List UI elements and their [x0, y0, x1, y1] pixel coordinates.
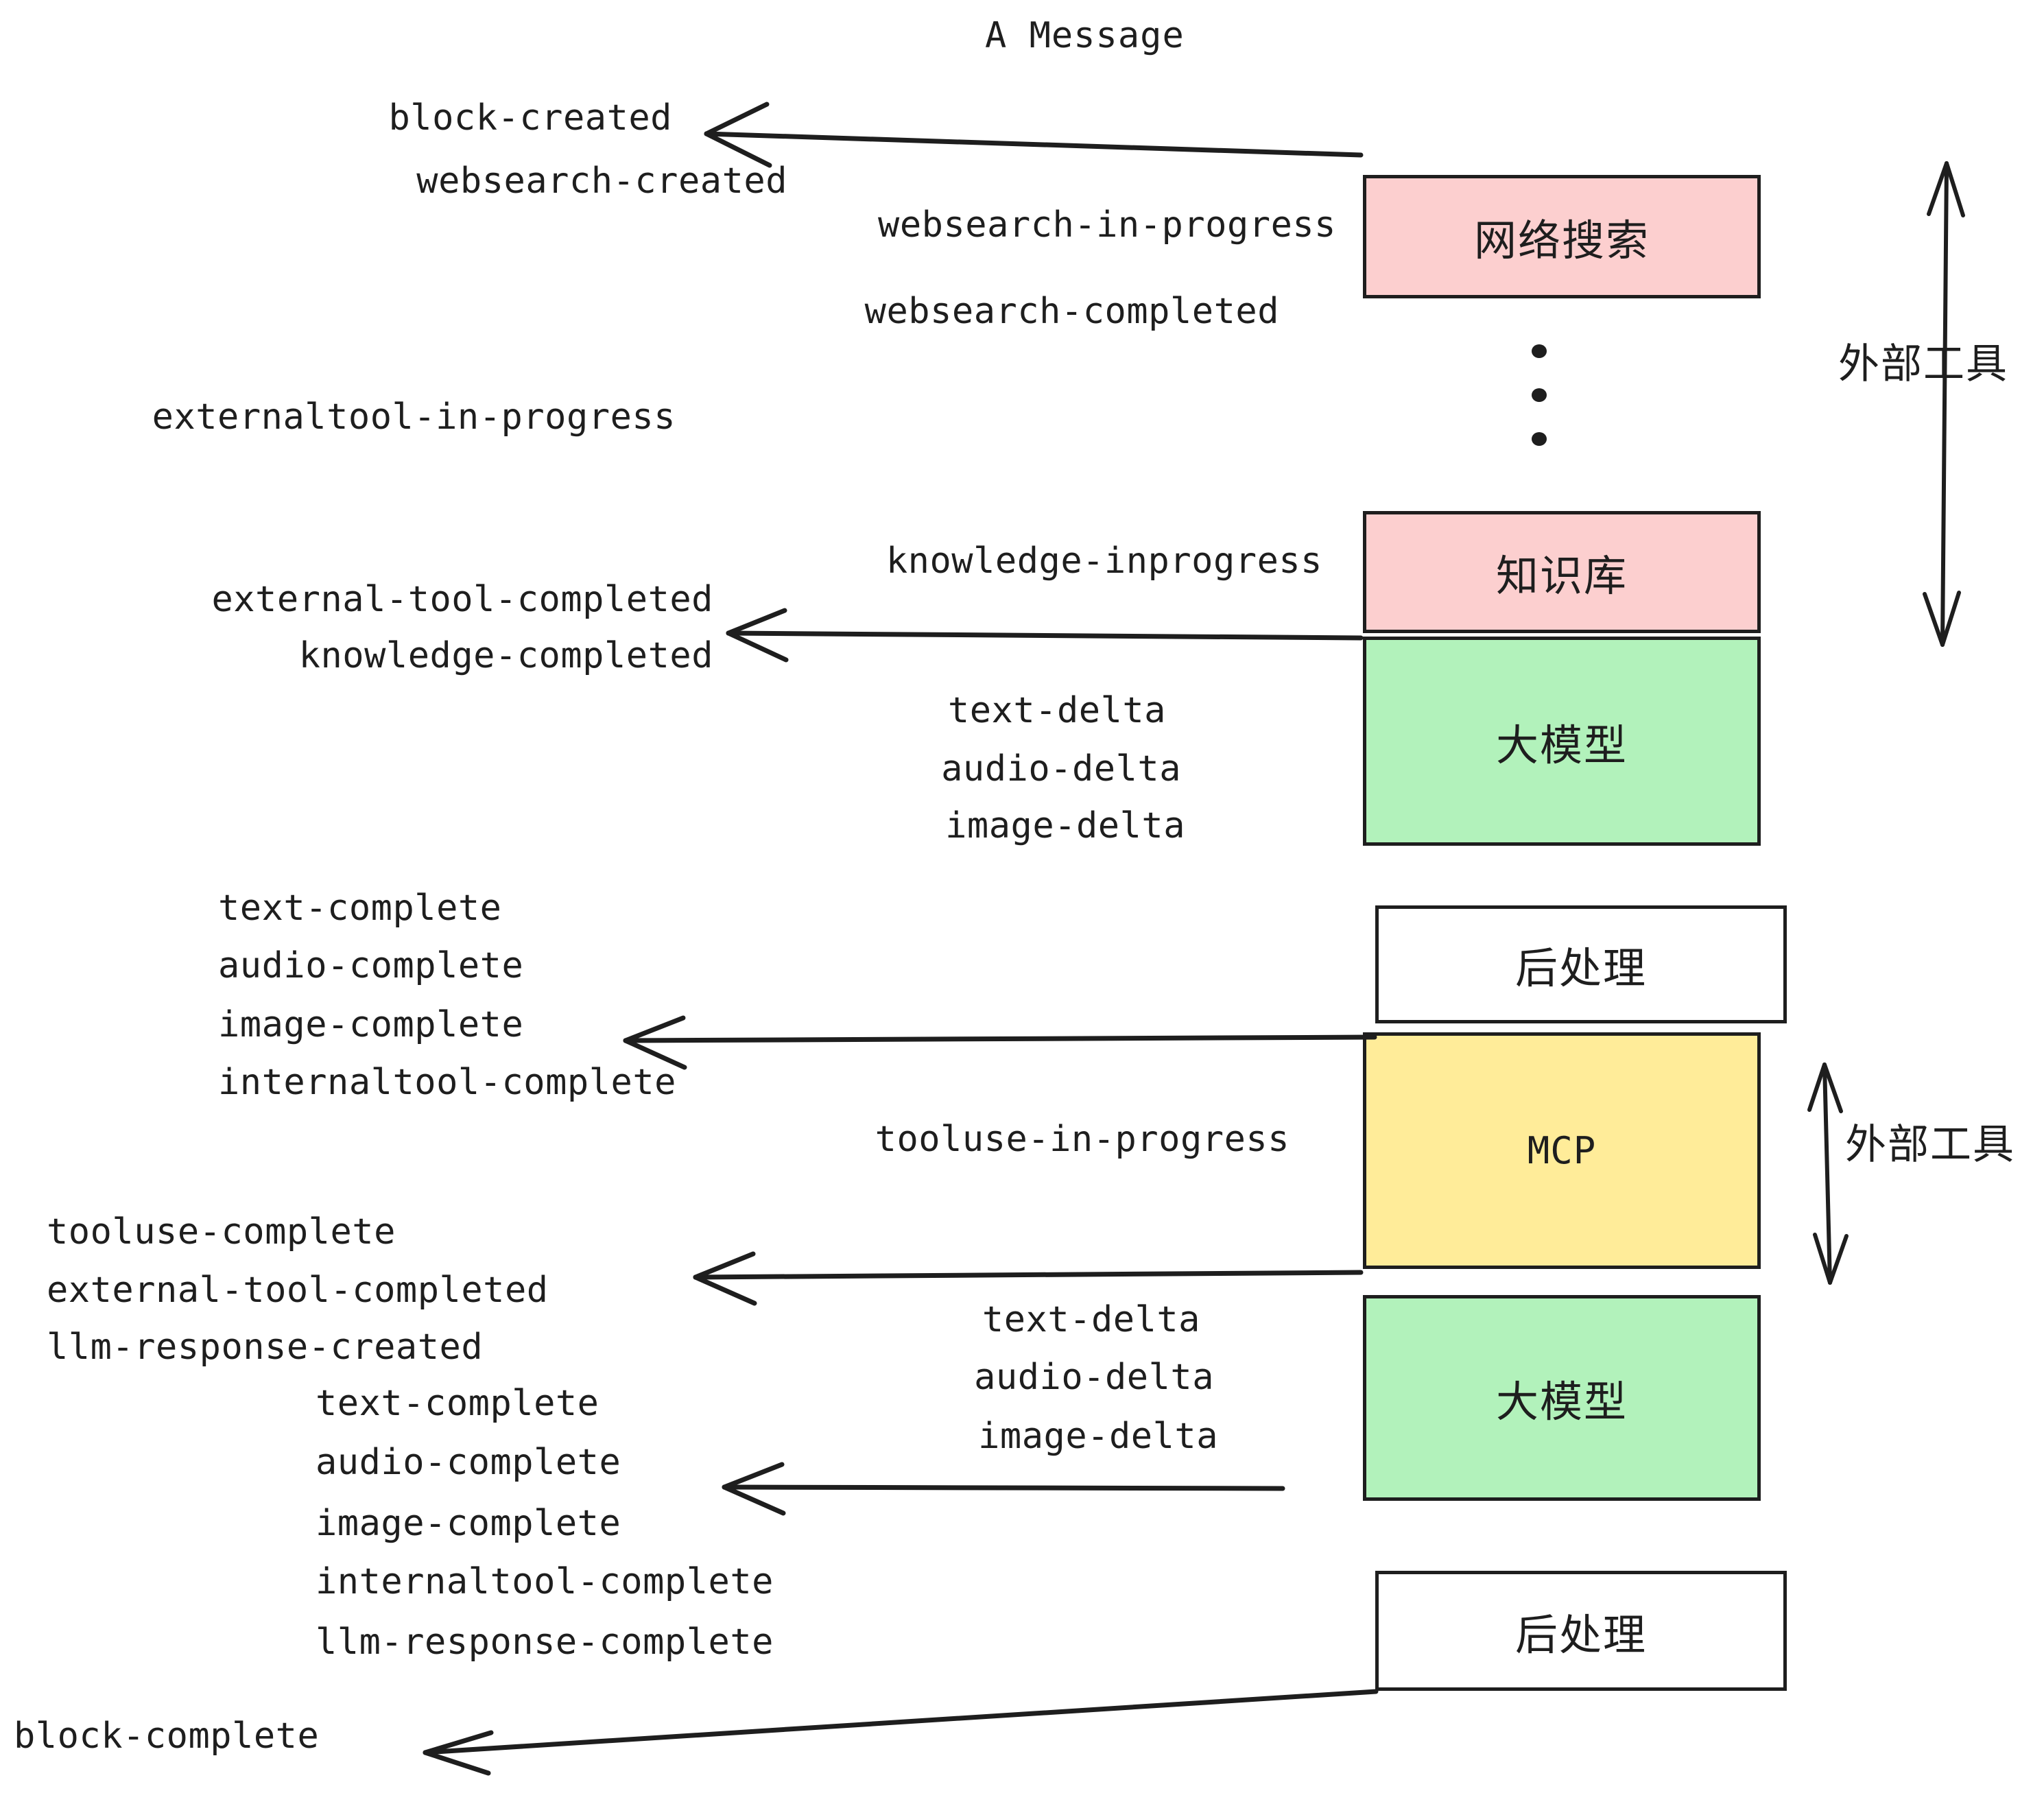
- event-label-llm-response-created: llm-response-created: [47, 1327, 484, 1368]
- node-label-llm-2: 大模型: [1495, 1377, 1628, 1427]
- event-label-text-delta-1: text-delta: [947, 690, 1166, 731]
- event-label-externaltool-in-progress: externaltool-in-progress: [152, 396, 676, 438]
- event-label-internaltool-complete-1: internaltool-complete: [218, 1062, 676, 1103]
- event-label-audio-complete-1: audio-complete: [218, 945, 524, 986]
- node-postprocess-2[interactable]: 后处理: [1375, 1571, 1787, 1691]
- node-llm-2[interactable]: 大模型: [1363, 1295, 1761, 1501]
- event-label-text-delta-2: text-delta: [982, 1299, 1200, 1340]
- event-label-block-created: block-created: [388, 97, 672, 139]
- node-mcp[interactable]: MCP: [1363, 1032, 1761, 1269]
- event-label-knowledge-completed: knowledge-completed: [298, 635, 713, 676]
- event-label-audio-delta-1: audio-delta: [941, 748, 1181, 790]
- node-websearch[interactable]: 网络搜索: [1363, 175, 1761, 298]
- event-label-external-tool-completed-1: external-tool-completed: [211, 579, 713, 620]
- node-label-knowledge: 知识库: [1495, 551, 1628, 601]
- ellipsis-dots: [1532, 344, 1547, 476]
- event-label-text-complete-2: text-complete: [316, 1383, 599, 1424]
- event-label-tooluse-in-progress: tooluse-in-progress: [875, 1119, 1290, 1160]
- node-label-llm-1: 大模型: [1495, 720, 1628, 770]
- event-label-audio-complete-2: audio-complete: [316, 1442, 621, 1483]
- arrow-audio-complete: [722, 1462, 1285, 1516]
- node-label-postprocess-1: 后处理: [1514, 943, 1647, 993]
- event-label-audio-delta-2: audio-delta: [974, 1357, 1214, 1398]
- event-label-image-complete-2: image-complete: [316, 1503, 621, 1544]
- arrow-block-complete: [423, 1689, 1379, 1776]
- node-llm-1[interactable]: 大模型: [1363, 637, 1761, 846]
- event-label-websearch-created: websearch-created: [416, 161, 787, 202]
- dot-2: [1532, 388, 1547, 402]
- event-label-image-delta-1: image-delta: [945, 805, 1185, 846]
- page-title: A Message: [985, 15, 1185, 56]
- event-label-tooluse-complete: tooluse-complete: [47, 1211, 396, 1253]
- event-label-websearch-completed: websearch-completed: [864, 291, 1279, 332]
- dot-1: [1532, 344, 1547, 358]
- arrow-tooluse-complete: [693, 1251, 1364, 1306]
- event-label-image-complete-1: image-complete: [218, 1004, 524, 1045]
- event-label-knowledge-inprogress: knowledge-inprogress: [886, 541, 1322, 582]
- node-postprocess-1[interactable]: 后处理: [1375, 905, 1787, 1023]
- arrow-image-complete: [623, 1015, 1377, 1070]
- event-label-websearch-in-progress: websearch-in-progress: [878, 204, 1336, 246]
- node-knowledge[interactable]: 知识库: [1363, 511, 1761, 633]
- event-label-internaltool-complete-2: internaltool-complete: [316, 1561, 774, 1602]
- event-label-image-delta-2: image-delta: [978, 1416, 1218, 1457]
- external-tools-bracket-bottom: [1807, 1063, 1849, 1285]
- event-label-llm-response-complete: llm-response-complete: [316, 1622, 774, 1663]
- external-tools-label-top: 外部工具: [1838, 340, 2008, 388]
- arrow-block-created: [704, 102, 1364, 168]
- node-label-websearch: 网络搜索: [1473, 215, 1650, 265]
- event-label-block-complete: block-complete: [14, 1716, 320, 1757]
- dot-3: [1532, 432, 1547, 446]
- node-label-mcp: MCP: [1527, 1129, 1597, 1172]
- node-label-postprocess-2: 后处理: [1514, 1609, 1647, 1660]
- event-label-external-tool-completed-2: external-tool-completed: [47, 1270, 549, 1311]
- arrow-knowledge-completed: [726, 608, 1364, 663]
- external-tools-label-bottom: 外部工具: [1845, 1121, 2015, 1169]
- event-label-text-complete-1: text-complete: [218, 888, 502, 929]
- external-tools-bracket-top: [1923, 161, 1965, 647]
